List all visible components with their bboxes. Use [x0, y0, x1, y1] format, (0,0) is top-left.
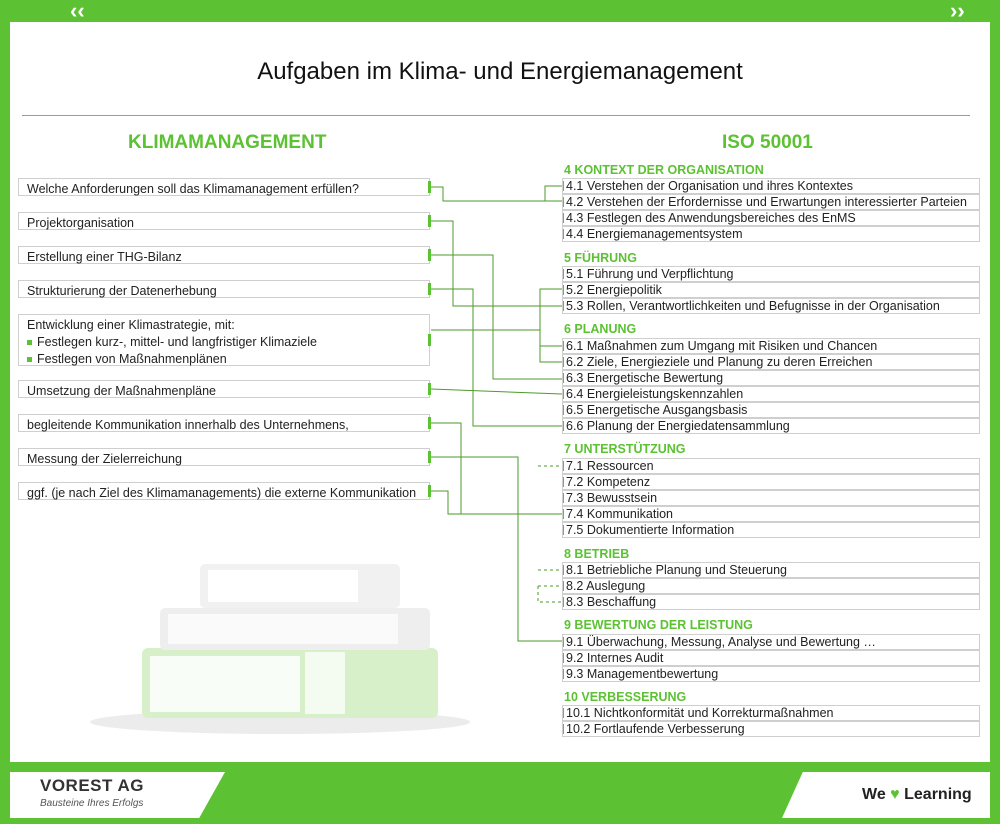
- iso-item-9-3: 9.3 Managementbewertung: [562, 666, 980, 682]
- connector: [431, 186, 562, 202]
- company-tagline: Bausteine Ihres Erfolgs: [40, 798, 144, 809]
- strategy-bullet: Festlegen von Maßnahmenplänen: [27, 351, 421, 368]
- iso-item-4-4: 4.4 Energiemanagementsystem: [562, 226, 980, 242]
- connector: [443, 185, 562, 202]
- section-heading-7: 7 UNTERSTÜTZUNG: [564, 442, 686, 456]
- iso-item-7-5: 7.5 Dokumentierte Information: [562, 522, 980, 538]
- chevron-left-icon: ‹‹: [70, 0, 85, 23]
- task-external-communication: ggf. (je nach Ziel des Klimamanagements)…: [18, 482, 431, 500]
- iso-item-6-1: 6.1 Maßnahmen zum Umgang mit Risiken und…: [562, 338, 980, 354]
- task-requirements: Welche Anforderungen soll das Klimamanag…: [18, 178, 431, 196]
- books-illustration: [90, 564, 470, 734]
- right-column-heading: ISO 50001: [722, 132, 813, 153]
- iso-item-5-3: 5.3 Rollen, Verantwortlichkeiten und Bef…: [562, 298, 980, 314]
- connector: [431, 288, 562, 331]
- iso-item-4-1: 4.1 Verstehen der Organisation und ihres…: [562, 178, 980, 194]
- company-logo: VOREST AG: [40, 776, 144, 795]
- iso-item-4-2: 4.2 Verstehen der Erfordernisse und Erwa…: [562, 194, 980, 210]
- connector: [539, 346, 562, 363]
- iso-item-7-3: 7.3 Bewusstsein: [562, 490, 980, 506]
- strategy-bullet: Festlegen kurz-, mittel- und langfristig…: [27, 334, 421, 351]
- iso-item-6-6: 6.6 Planung der Energiedatensammlung: [562, 418, 980, 434]
- task-project-organisation: Projektorganisation: [18, 212, 431, 230]
- connector: [431, 456, 562, 642]
- iso-item-9-1: 9.1 Überwachung, Messung, Analyse und Be…: [562, 634, 980, 650]
- connector-dashed: [537, 586, 562, 603]
- connector: [430, 388, 563, 395]
- task-internal-communication: begleitende Kommunikation innerhalb des …: [18, 414, 431, 432]
- chevron-right-icon: ››: [950, 0, 965, 23]
- slogan-we: We: [862, 786, 886, 803]
- iso-item-6-5: 6.5 Energetische Ausgangsbasis: [562, 402, 980, 418]
- iso-item-8-1: 8.1 Betriebliche Planung und Steuerung: [562, 562, 980, 578]
- connector: [539, 330, 562, 347]
- iso-item-10-1: 10.1 Nichtkonformität und Korrekturmaßna…: [562, 705, 980, 721]
- task-climate-strategy: Entwicklung einer Klimastrategie, mit: F…: [18, 314, 431, 368]
- slogan-learning: Learning: [904, 786, 972, 803]
- task-target-measurement: Messung der Zielerreichung: [18, 448, 431, 466]
- top-bar: ‹‹ ››: [0, 0, 1000, 22]
- iso-item-7-1: 7.1 Ressourcen: [562, 458, 980, 474]
- section-heading-5: 5 FÜHRUNG: [564, 251, 637, 265]
- iso-item-5-1: 5.1 Führung und Verpflichtung: [562, 266, 980, 282]
- title-divider: [22, 115, 970, 116]
- section-heading-4: 4 KONTEXT DER ORGANISATION: [564, 163, 764, 177]
- slogan: We ♥ Learning: [862, 786, 972, 804]
- section-heading-9: 9 BEWERTUNG DER LEISTUNG: [564, 618, 753, 632]
- iso-item-9-2: 9.2 Internes Audit: [562, 650, 980, 666]
- task-data-structuring: Strukturierung der Datenerhebung: [18, 280, 431, 298]
- connector: [431, 220, 562, 307]
- iso-item-4-3: 4.3 Festlegen des Anwendungsbereiches de…: [562, 210, 980, 226]
- iso-item-7-2: 7.2 Kompetenz: [562, 474, 980, 490]
- section-heading-6: 6 PLANUNG: [564, 322, 637, 336]
- task-ghg-balance: Erstellung einer THG-Bilanz: [18, 246, 431, 264]
- iso-item-8-2: 8.2 Auslegung: [562, 578, 980, 594]
- iso-item-6-2: 6.2 Ziele, Energieziele und Planung zu d…: [562, 354, 980, 370]
- iso-item-8-3: 8.3 Beschaffung: [562, 594, 980, 610]
- section-heading-8: 8 BETRIEB: [564, 547, 630, 561]
- iso-item-6-4: 6.4 Energieleistungskennzahlen: [562, 386, 980, 402]
- connector: [431, 490, 562, 515]
- heart-icon: ♥: [890, 786, 900, 803]
- section-heading-10: 10 VERBESSERUNG: [564, 690, 687, 704]
- footer-slogan-area: [782, 772, 990, 818]
- iso-item-6-3: 6.3 Energetische Bewertung: [562, 370, 980, 386]
- connector: [431, 254, 562, 380]
- footer-logo-area: [10, 772, 225, 818]
- iso-item-10-2: 10.2 Fortlaufende Verbesserung: [562, 721, 980, 737]
- page-title: Aufgaben im Klima- und Energiemanagement: [257, 58, 743, 85]
- connector: [431, 422, 562, 515]
- task-implementation: Umsetzung der Maßnahmenpläne: [18, 380, 431, 398]
- connector: [431, 288, 562, 427]
- left-column-heading: KLIMAMANAGEMENT: [128, 132, 327, 153]
- iso-item-5-2: 5.2 Energiepolitik: [562, 282, 980, 298]
- iso-item-7-4: 7.4 Kommunikation: [562, 506, 980, 522]
